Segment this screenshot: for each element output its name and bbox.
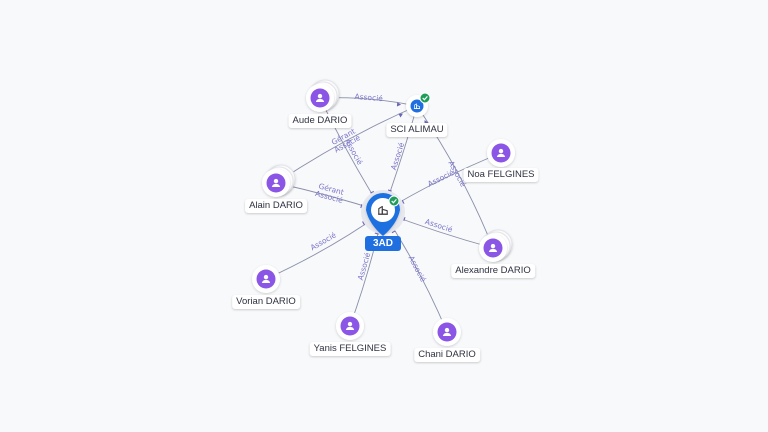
node-label-yanis[interactable]: Yanis FELGINES bbox=[309, 342, 391, 356]
node-chani[interactable] bbox=[433, 318, 461, 346]
node-label-aude[interactable]: Aude DARIO bbox=[288, 114, 352, 128]
verified-check-icon bbox=[388, 195, 400, 207]
node-sci[interactable] bbox=[406, 92, 431, 117]
node-label-3ad[interactable]: 3AD bbox=[364, 236, 402, 251]
edge-label-vorian-3ad-0: Associé bbox=[309, 230, 338, 252]
node-label-alain[interactable]: Alain DARIO bbox=[245, 199, 307, 213]
edge-arrow-alain-sci bbox=[398, 113, 403, 118]
node-noa[interactable] bbox=[487, 139, 515, 167]
verified-check-icon bbox=[419, 92, 431, 104]
edge-arrow-aude-sci bbox=[396, 102, 402, 107]
node-label-sci[interactable]: SCI ALIMAU bbox=[386, 123, 448, 137]
edge-label-sci-3ad-0: Associé bbox=[389, 141, 406, 171]
node-yanis[interactable] bbox=[336, 312, 364, 340]
node-label-alex[interactable]: Alexandre DARIO bbox=[451, 264, 535, 278]
node-vorian[interactable] bbox=[252, 265, 280, 293]
node-3ad[interactable] bbox=[361, 190, 405, 236]
node-aude[interactable] bbox=[306, 79, 340, 112]
node-label-chani[interactable]: Chani DARIO bbox=[414, 348, 480, 362]
node-alain[interactable] bbox=[262, 164, 296, 197]
edge-label-aude-sci-0: Associé bbox=[354, 92, 383, 103]
node-alex[interactable] bbox=[479, 229, 513, 262]
edge-label-chani-3ad-0: Associé bbox=[407, 254, 428, 284]
node-label-noa[interactable]: Noa FELGINES bbox=[463, 168, 539, 182]
edge-label-yanis-3ad-0: Associé bbox=[356, 251, 373, 281]
nodes-layer bbox=[252, 79, 515, 346]
node-label-vorian[interactable]: Vorian DARIO bbox=[232, 295, 300, 309]
